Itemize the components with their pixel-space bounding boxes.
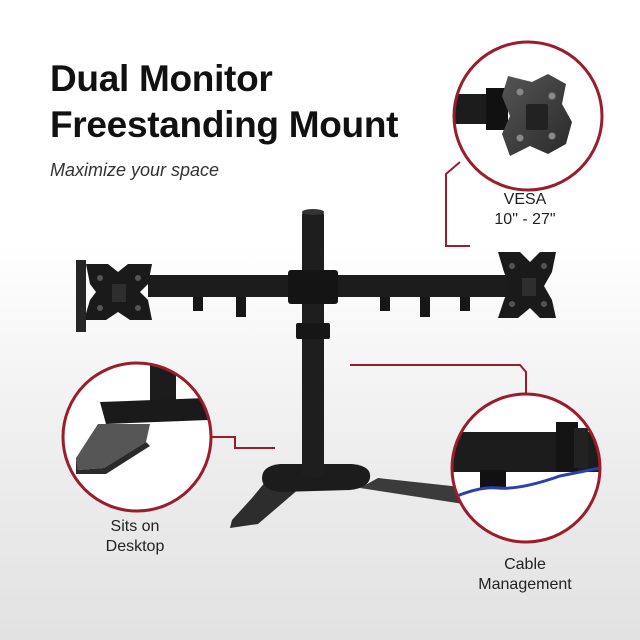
vesa-plate-right bbox=[498, 252, 556, 318]
arm-clip bbox=[460, 297, 470, 311]
vesa-label-line-2: 10" - 27" bbox=[494, 211, 556, 228]
blue-cable bbox=[452, 464, 600, 500]
desk-connector bbox=[206, 436, 275, 449]
vesa-label: VESA 10" - 27" bbox=[470, 190, 580, 230]
cable-label-line-2: Management bbox=[478, 576, 572, 593]
desktop-label: Sits on Desktop bbox=[80, 517, 190, 557]
mount-pole bbox=[302, 211, 324, 477]
pole-clamp bbox=[296, 323, 330, 339]
vesa-callout bbox=[452, 40, 604, 192]
arm-clip bbox=[236, 297, 246, 317]
desktop-label-line-1: Sits on bbox=[110, 518, 160, 535]
tagline: Maximize your space bbox=[50, 160, 220, 180]
vesa-plate-left bbox=[76, 260, 152, 332]
desk-foot-detail bbox=[76, 424, 150, 470]
pole-cap bbox=[302, 209, 324, 215]
cable-callout bbox=[450, 392, 602, 544]
vesa-label-line-1: VESA bbox=[503, 191, 547, 208]
vesa-connector bbox=[445, 161, 470, 247]
desktop-label-line-2: Desktop bbox=[105, 538, 165, 555]
arm-clip bbox=[420, 297, 430, 317]
mount-base-plate bbox=[262, 464, 371, 492]
cable-clip-detail bbox=[480, 470, 506, 488]
cable-label: Cable Management bbox=[455, 555, 595, 595]
title-line-1: Dual Monitor bbox=[50, 58, 273, 99]
arm-joint-center bbox=[288, 270, 338, 304]
arm-clip bbox=[380, 297, 390, 311]
title-line-2: Freestanding Mount bbox=[50, 104, 399, 145]
connector-lines bbox=[206, 161, 527, 449]
arm-clip bbox=[193, 297, 203, 311]
desktop-callout bbox=[61, 361, 213, 513]
cable-connector bbox=[350, 364, 527, 394]
cable-label-line-1: Cable bbox=[504, 556, 546, 573]
product-title: Dual Monitor Freestanding Mount bbox=[50, 56, 398, 148]
